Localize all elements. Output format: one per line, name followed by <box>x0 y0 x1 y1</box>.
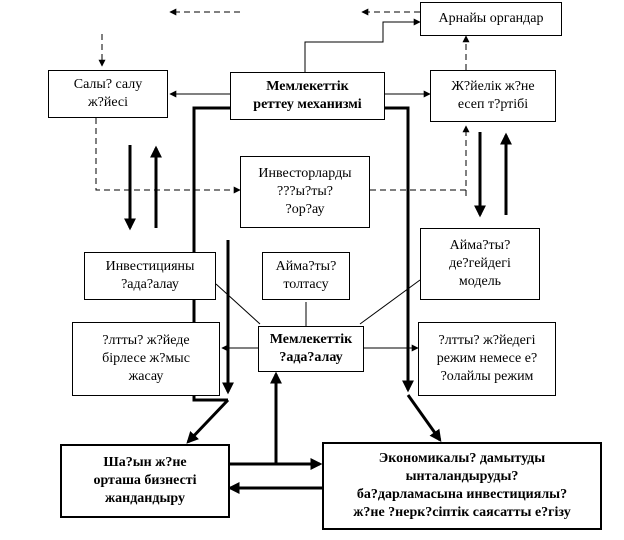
line-investitsiya <box>215 283 261 325</box>
dashed-salyk-investorlar <box>95 118 241 194</box>
thick-path-right <box>385 106 414 393</box>
dashed-zhuyelik-investorlar <box>370 125 470 191</box>
investitsiya-box: Инвестицияны ?ада?алау <box>84 252 216 300</box>
aimakty-model-box: Аймa?ты? де?гейдегі модель <box>420 228 540 300</box>
investorlar-box: Инвесторларды ???ы?ты? ?ор?ау <box>240 156 370 228</box>
line-aimakty-model <box>359 279 421 325</box>
aimak-toltasu-box: Аймa?ты? толтасу <box>262 252 350 300</box>
shagyn-box: Ша?ын ж?не орташа бизнесті жандандыру <box>60 444 230 518</box>
memlekettik-kadagalau-box: Мемлекеттік ?ада?алау <box>258 326 364 372</box>
ekonomika-box: Экономикалы? дамытуды ынталандыруды? ба?… <box>322 442 602 530</box>
zhuyelik-box: Ж?йелік ж?не есеп т?ртібі <box>430 70 556 122</box>
connector-mechanism-arnaiy <box>304 18 421 72</box>
mechanism-box: Мемлекеттік реттеу механизмі <box>230 72 385 120</box>
ulttyk-birlese-box: ?лтты? ж?йеде бірлесе ж?мыс жасау <box>72 322 220 396</box>
arnaiy-organdar-box: Арнайы органдар <box>420 2 562 36</box>
ulttyk-rezhim-box: ?лтты? ж?йедегі режим немесе е? ?олайлы … <box>418 322 556 396</box>
thick-arrow-to-ekonomika <box>406 394 442 442</box>
salyk-salu-box: Салы? салу ж?йесі <box>48 70 168 118</box>
thick-arrow-to-shagyn <box>186 398 230 444</box>
